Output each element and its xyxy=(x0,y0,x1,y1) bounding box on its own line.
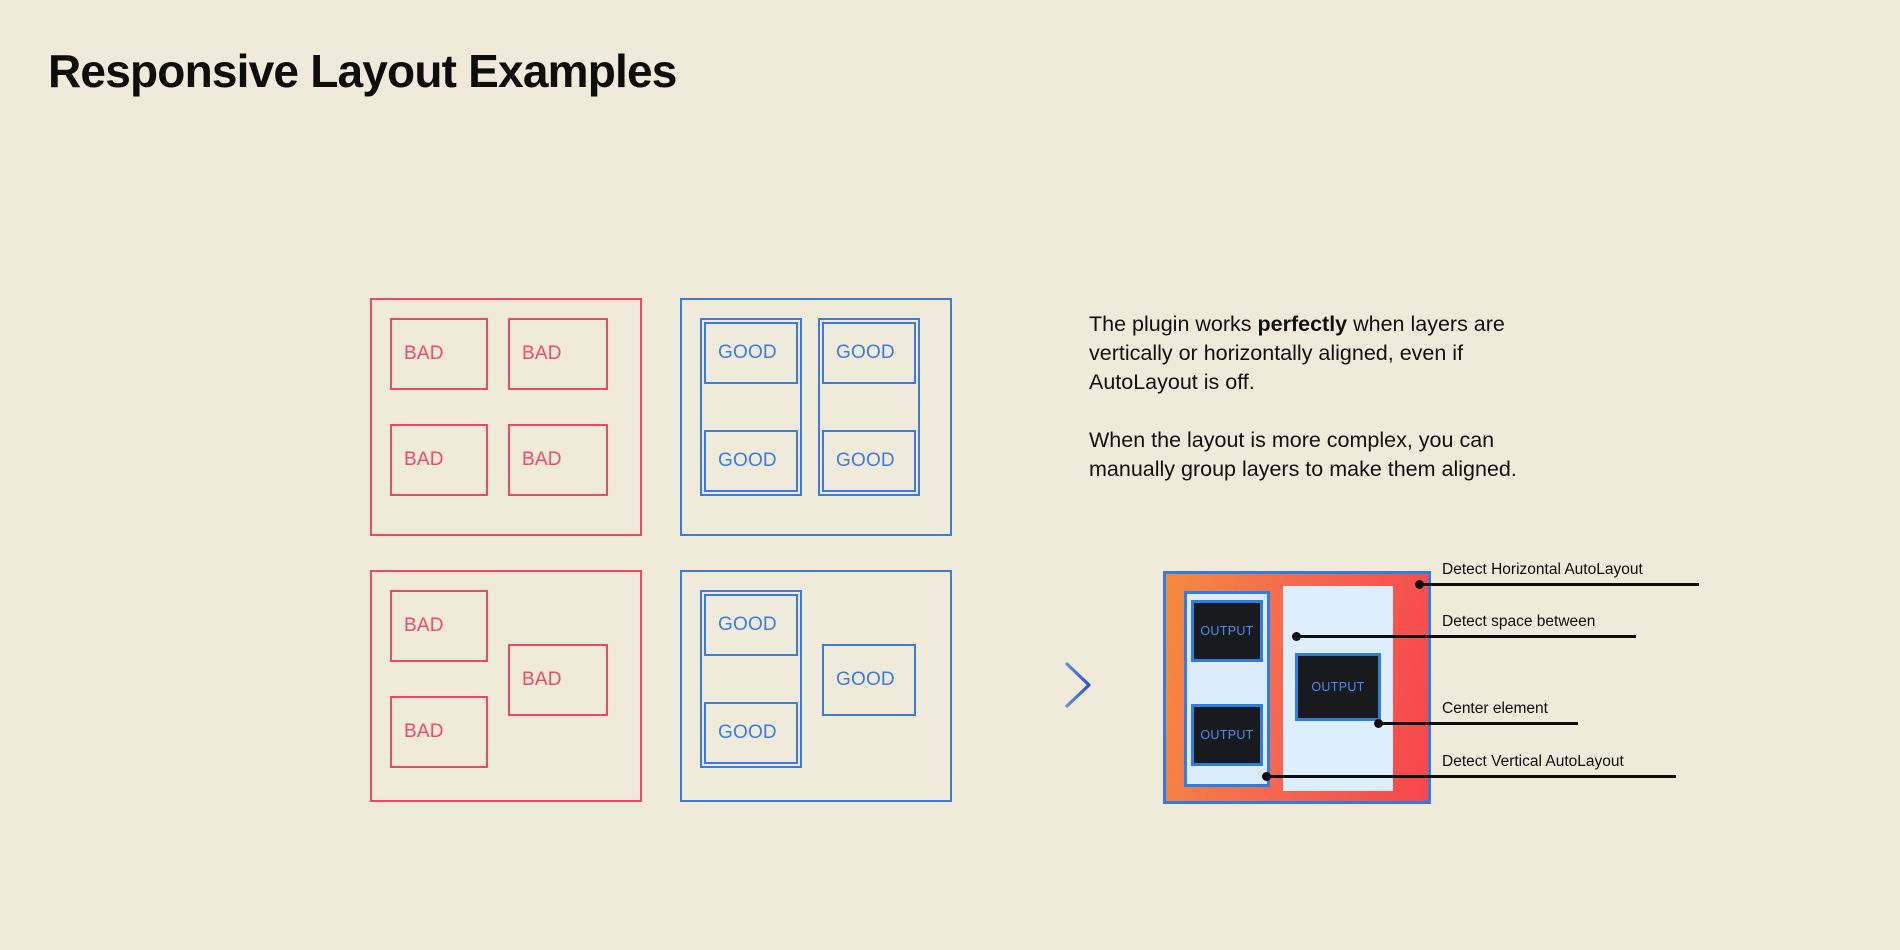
layer-group-outline xyxy=(700,590,802,768)
description-p1-emphasis: perfectly xyxy=(1257,312,1348,336)
example-box-good: GOOD xyxy=(822,430,916,492)
callout-anchor-dot xyxy=(1374,718,1383,728)
callout-anchor-dot xyxy=(1292,631,1301,641)
description-text: The plugin works perfectly when layers a… xyxy=(1089,310,1559,484)
example-box-bad: BAD xyxy=(508,318,608,390)
example-box-bad: BAD xyxy=(390,424,488,496)
example-box-good: GOOD xyxy=(822,644,916,716)
description-paragraph-1: The plugin works perfectly when layers a… xyxy=(1089,310,1559,397)
description-paragraph-2: When the layout is more complex, you can… xyxy=(1089,428,1517,481)
example-box-good: GOOD xyxy=(704,322,798,384)
example-panel-good-complex: GOOD GOOD GOOD xyxy=(680,570,952,802)
result-diagram: OUTPUT OUTPUT OUTPUT xyxy=(1163,571,1431,804)
output-box: OUTPUT xyxy=(1191,600,1263,662)
example-panel-bad-grid: BAD BAD BAD BAD xyxy=(370,298,642,536)
example-box-good: GOOD xyxy=(822,322,916,384)
description-p1-before: The plugin works xyxy=(1089,312,1258,336)
callout-anchor-dot xyxy=(1415,579,1424,589)
page-title: Responsive Layout Examples xyxy=(48,45,677,97)
callout-anchor-dot xyxy=(1262,771,1271,781)
example-box-good: GOOD xyxy=(704,594,798,656)
layer-group-outline xyxy=(700,318,802,496)
example-box-bad: BAD xyxy=(390,590,488,662)
description-p1-after: when layers are vertically or horizontal… xyxy=(1089,312,1505,394)
example-box-bad: BAD xyxy=(390,696,488,768)
example-panel-bad-complex: BAD BAD BAD xyxy=(370,570,642,802)
example-box-bad: BAD xyxy=(390,318,488,390)
example-box-good: GOOD xyxy=(704,702,798,764)
example-box-good: GOOD xyxy=(704,430,798,492)
example-panel-good-grid: GOOD GOOD GOOD GOOD xyxy=(680,298,952,536)
output-box: OUTPUT xyxy=(1191,704,1263,766)
layer-group-outline xyxy=(818,318,920,496)
example-box-bad: BAD xyxy=(508,644,608,716)
example-box-bad: BAD xyxy=(508,424,608,496)
output-box: OUTPUT xyxy=(1295,653,1381,721)
dashed-arrow-right-icon xyxy=(1012,662,1091,708)
